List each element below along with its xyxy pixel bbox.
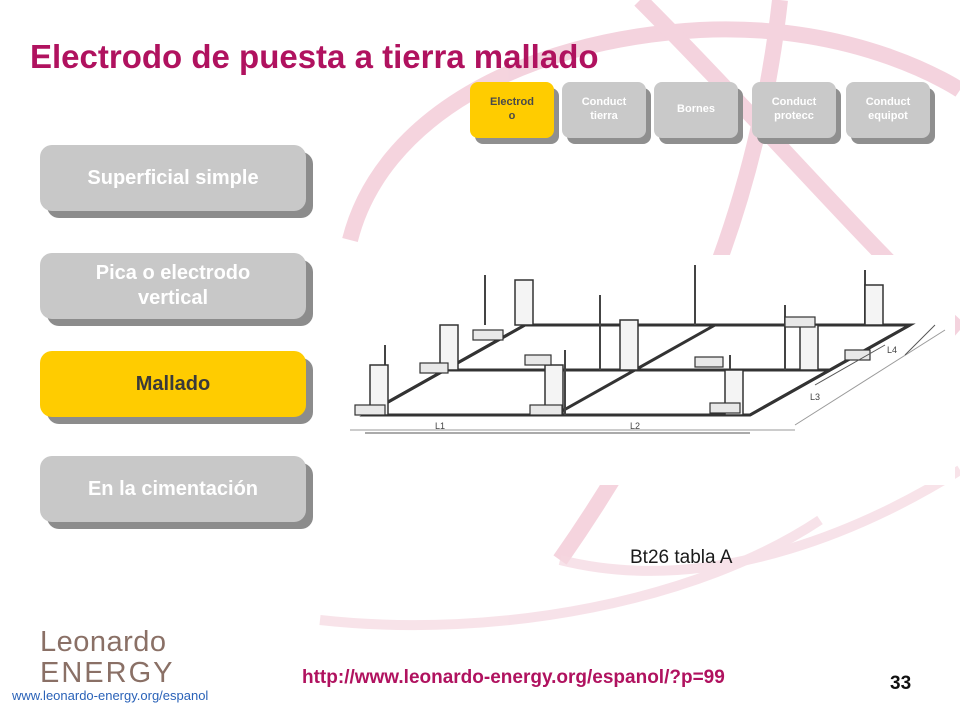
en-la-cimentacion-label: En la cimentación: [87, 477, 259, 500]
tab-electrodo-label: Electrod o: [489, 96, 534, 122]
dimension-label-l1: L1: [435, 421, 445, 431]
tab-conduct-equipot[interactable]: Conduct equipot: [846, 82, 930, 138]
diagram-caption: Bt26 tabla A: [630, 547, 733, 568]
tab-conduct-protecc-label: Conduct protecc: [771, 96, 817, 122]
logo-line-energy: ENERGY: [40, 657, 175, 689]
dimension-label-l2: L2: [630, 421, 640, 431]
superficial-simple-label: Superficial simple: [87, 166, 259, 189]
en-la-cimentacion-button[interactable]: En la cimentación: [40, 456, 306, 522]
page-number: 33: [890, 673, 912, 694]
dimension-labels: L1 L2 L3 L4: [435, 345, 897, 431]
tab-conduct-tierra-label: Conduct tierra: [581, 96, 627, 122]
reference-url-link[interactable]: http://www.leonardo-energy.org/espanol/?…: [302, 667, 725, 688]
base-blocks: [354, 316, 871, 416]
mallado-button[interactable]: Mallado: [40, 351, 306, 417]
tab-conduct-tierra[interactable]: Conduct tierra: [562, 82, 646, 138]
site-url-link[interactable]: www.leonardo-energy.org/espanol: [12, 688, 209, 703]
dimension-label-l3: L3: [810, 392, 820, 402]
tab-conduct-equipot-label: Conduct equipot: [865, 96, 911, 122]
logo-line-leonardo: Leonardo: [40, 626, 167, 658]
mesh-grid-illustration: L1 L2 L3 L4: [350, 265, 946, 434]
page-title: Electrodo de puesta a tierra mallado: [30, 38, 599, 75]
tab-electrodo[interactable]: Electrod o: [470, 82, 554, 138]
mallado-label: Mallado: [135, 372, 211, 395]
top-tab-bar: Electrod o Conduct tierra Bornes Conduct…: [470, 82, 950, 152]
superficial-simple-button[interactable]: Superficial simple: [40, 145, 306, 211]
ground-line-side: [794, 329, 946, 426]
tab-conduct-protecc[interactable]: Conduct protecc: [752, 82, 836, 138]
leonardo-energy-logo: Leonardo ENERGY: [40, 628, 174, 688]
dimension-label-l4: L4: [887, 345, 897, 355]
tab-bornes[interactable]: Bornes: [654, 82, 738, 138]
tab-bornes-label: Bornes: [677, 103, 715, 116]
mesh-grounding-diagram: L1 L2 L3 L4: [345, 255, 955, 485]
electrode-posts: [369, 279, 884, 416]
dimension-lines: [365, 324, 936, 434]
pica-electrodo-vertical-label: Pica o electrodo vertical: [95, 262, 251, 309]
pica-electrodo-vertical-button[interactable]: Pica o electrodo vertical: [40, 253, 306, 319]
